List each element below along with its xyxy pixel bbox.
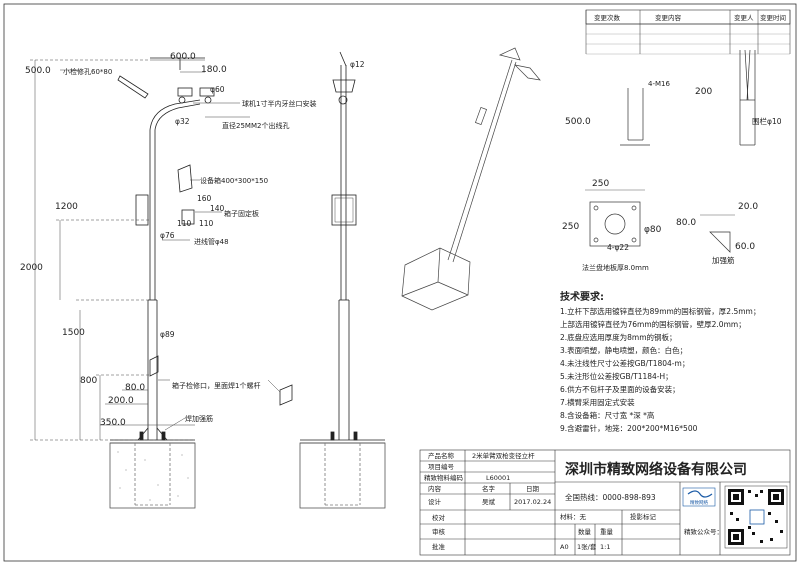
label-bolt: 4-M16 — [648, 80, 670, 88]
requirement-item: 3.表面喷塑，静电喷塑，颜色：白色； — [560, 345, 687, 355]
tb-projection: 投影标记 — [630, 512, 657, 521]
flange-plate — [585, 189, 645, 247]
dim-total: 2000 — [20, 263, 43, 273]
label-rail: 围栏φ10 — [752, 116, 782, 126]
dim-camera-arm: 500.0 — [25, 66, 51, 76]
tb-material-code: L60001 — [486, 474, 510, 482]
dim-rib-60: 60.0 — [735, 242, 755, 252]
isometric-view — [401, 47, 541, 311]
tb-design-label: 设计 — [428, 497, 442, 506]
dim-bracket: 180.0 — [201, 65, 227, 75]
front-view — [109, 57, 293, 509]
tb-designer: 吴斌 — [482, 497, 496, 506]
dim-flange-250b: 250 — [562, 222, 579, 232]
requirement-item: 8.含设备箱：尺寸宽 *深 *高 — [560, 410, 655, 420]
front-dim-lines — [30, 59, 281, 441]
title-block — [419, 449, 791, 556]
tb-sheet: 1张/套 — [577, 542, 597, 551]
note-ball-cam: 球机1寸半内牙丝口安装 — [242, 99, 316, 108]
rail-detail — [620, 49, 756, 146]
requirement-item: 6.供方不包杆子及里面的设备安装； — [560, 384, 680, 394]
tb-quantity: 数量 — [578, 527, 592, 536]
note-cable-hole: 直径25MM2个出线孔 — [222, 121, 289, 130]
requirement-item: 2.底盘应选用厚度为8mm的钢板； — [560, 332, 677, 342]
tb-size: A0 — [560, 543, 569, 551]
rib-detail — [700, 214, 735, 253]
logo-text: 精致网络 — [690, 499, 708, 506]
label-rib: 加强筋 — [712, 255, 735, 265]
dim-h800: 800 — [80, 376, 97, 386]
tb-product-label: 产品名称 — [428, 451, 455, 460]
tb-name-label: 名字 — [482, 484, 496, 493]
dim-box160: 160 — [197, 194, 212, 203]
requirement-item: 上部选用镀锌直径为76mm的国标钢管，壁厚2.0mm； — [560, 319, 746, 329]
revision-table: 变更次数 变更内容 变更人 变更时间 — [585, 9, 791, 55]
dim-box110b: 110 — [199, 219, 214, 228]
note-service-box: 箱子检修口，里面焊1个螺杆 — [172, 381, 260, 390]
dim-rib-200: 20.0 — [738, 202, 758, 212]
dim-flange-holes: 4-φ22 — [607, 243, 629, 252]
dim-rail-200: 200 — [695, 87, 712, 97]
note-device-box: 设备箱400*300*150 — [200, 176, 268, 185]
dim-w80: 80.0 — [125, 383, 145, 393]
foundation-texture — [117, 451, 189, 501]
dim-d32: φ32 — [175, 117, 190, 126]
tb-project-label: 项目编号 — [428, 462, 455, 471]
rev-header-content: 变更内容 — [655, 13, 682, 22]
dim-d89: φ89 — [160, 330, 175, 339]
dim-box140: 140 — [210, 204, 225, 213]
qr-code — [724, 485, 788, 549]
note-conduit: 进线管φ48 — [194, 237, 229, 246]
dim-top-width: 600.0 — [170, 52, 196, 62]
dim-rib-80: 80.0 — [676, 218, 696, 228]
tb-review-label: 审核 — [432, 527, 446, 536]
requirements-list: 1.立杆下部选用镀锌直径为89mm的国标钢管，厚2.5mm； 上部选用镀锌直径为7… — [560, 306, 760, 433]
rev-header-person: 变更人 — [734, 13, 754, 22]
sheet-border — [3, 3, 797, 562]
requirement-item: 9.含避雷针，地笼：200*200*M16*500 — [560, 423, 698, 433]
side-view — [299, 51, 386, 509]
company-name: 深圳市精致网络设备有限公司 — [565, 461, 747, 478]
note-box-plate: 箱子固定板 — [224, 209, 259, 218]
dim-d12: φ12 — [350, 60, 365, 69]
rev-header-time: 变更时间 — [760, 13, 786, 22]
dim-upper: 1200 — [55, 202, 78, 212]
note-camera-hole: 小检修孔60*80 — [63, 67, 112, 76]
tb-scale: 1:1 — [600, 543, 610, 551]
tb-material2: 材料：无 — [560, 512, 587, 521]
rev-header-count: 变更次数 — [594, 13, 621, 22]
tb-date-label: 日期 — [526, 485, 540, 493]
tb-weight: 重量 — [600, 528, 614, 536]
dim-rail-500: 500.0 — [565, 117, 591, 127]
dim-w350: 350.0 — [100, 418, 126, 428]
dim-flange-d80: φ80 — [644, 225, 662, 235]
company-logo: 精致网络 — [682, 487, 716, 507]
hotline: 全国热线：0000-898-893 — [565, 492, 656, 502]
note-weld-rib: 焊加强筋 — [185, 414, 213, 423]
dim-d60: φ60 — [210, 85, 225, 94]
dim-flange-250: 250 — [592, 179, 609, 189]
requirements-title: 技术要求: — [560, 290, 604, 303]
requirement-item: 5.未注形位公差按GB/T1184-H； — [560, 371, 673, 381]
wechat-label: 精致公众号： — [684, 527, 723, 536]
note-flange: 法兰盘地板厚8.0mm — [582, 263, 649, 272]
tb-product-name: 2米单臂双枪变径立杆 — [472, 451, 535, 460]
tb-proof-label: 校对 — [432, 513, 446, 522]
dim-d76: φ76 — [160, 231, 175, 240]
dim-w200: 200.0 — [108, 396, 134, 406]
dim-box110a: 110 — [177, 219, 192, 228]
tb-approve-label: 批准 — [432, 542, 446, 551]
dim-lower: 1500 — [62, 328, 85, 338]
requirement-item: 1.立杆下部选用镀锌直径为89mm的国标钢管，厚2.5mm； — [560, 306, 760, 316]
tb-content-label: 内容 — [428, 484, 442, 493]
tb-material-label: 精致物料编码 — [424, 473, 464, 482]
requirement-item: 7.横臂采用固定式安装 — [560, 397, 635, 407]
tb-date: 2017.02.24 — [514, 498, 551, 506]
requirement-item: 4.未注线性尺寸公差按GB/T1804-m； — [560, 358, 689, 368]
